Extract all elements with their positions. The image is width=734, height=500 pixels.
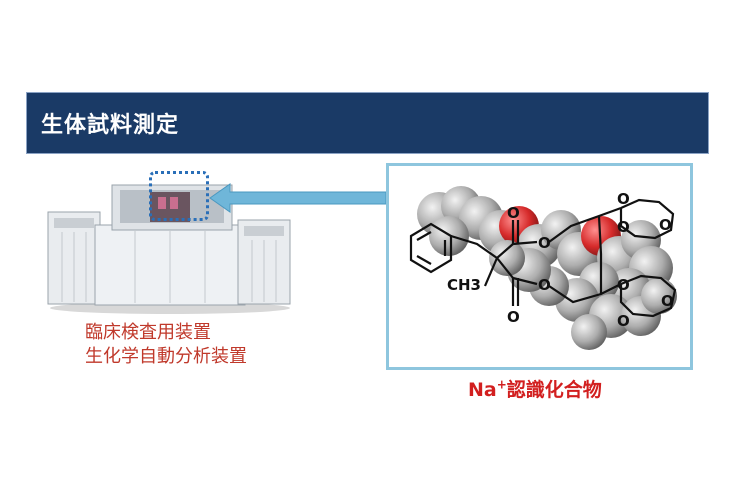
molecule-structure-image: O O O O CH3 O O O O O O xyxy=(409,186,677,350)
caption-recognition-compound: 認識化合物 xyxy=(506,379,602,401)
label-o-carbonyl-1: O xyxy=(507,204,520,222)
label-o-ester-1: O xyxy=(538,234,551,252)
label-o-crown-2: O xyxy=(617,218,630,236)
label-o-crown-6: O xyxy=(617,312,630,330)
label-o-crown-1: O xyxy=(617,190,630,208)
highlight-dotted-box xyxy=(149,171,209,221)
label-o-ester-2: O xyxy=(538,276,551,294)
space-filling-model xyxy=(417,186,677,350)
compound-caption: Na+認識化合物 xyxy=(468,375,602,402)
label-o-carbonyl-2: O xyxy=(507,308,520,326)
caption-plus: + xyxy=(496,377,507,392)
label-methyl: CH3 xyxy=(447,276,481,294)
banner-title: 生体試料測定 xyxy=(41,113,180,138)
title-banner: 生体試料測定 xyxy=(26,92,709,154)
left-arrow-icon xyxy=(209,183,387,213)
machine-label-biochemical: 生化学自動分析装置 xyxy=(85,346,247,367)
analyzer-machine-image xyxy=(47,184,291,314)
caption-na: Na xyxy=(468,379,497,401)
molecule-panel: O O O O CH3 O O O O O O xyxy=(386,163,693,370)
machine-label-clinical: 臨床検査用装置 xyxy=(85,322,211,343)
skeletal-formula xyxy=(409,198,677,318)
label-o-crown-5: O xyxy=(661,292,674,310)
label-o-crown-3: O xyxy=(659,216,672,234)
label-o-crown-4: O xyxy=(617,276,630,294)
